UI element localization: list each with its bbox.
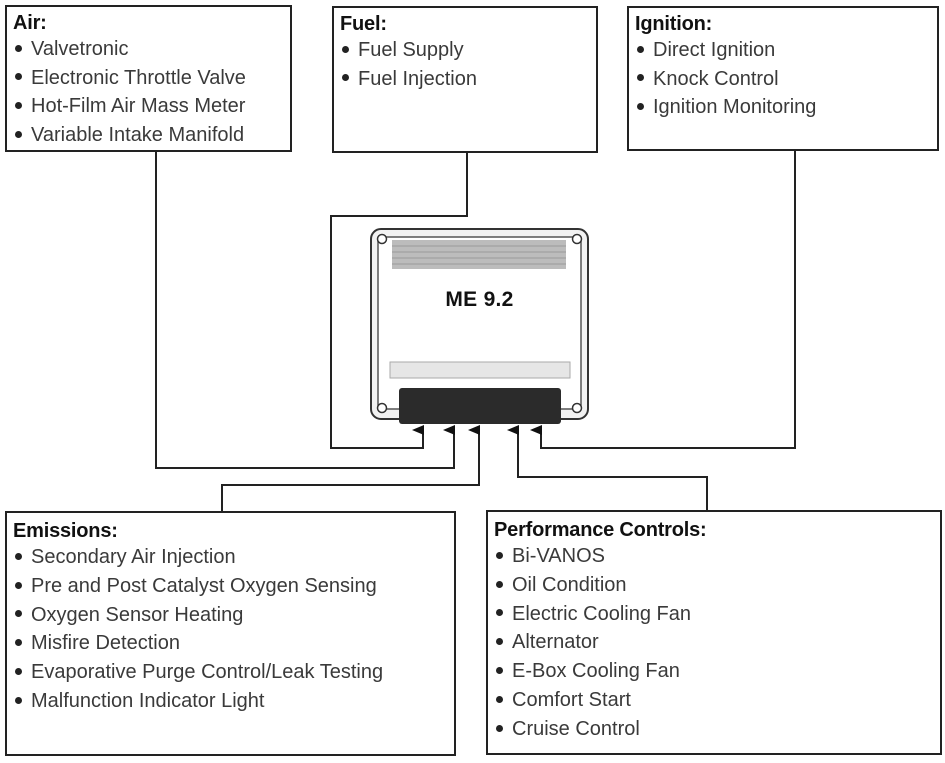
list-item: Fuel Injection xyxy=(340,65,590,94)
list-item: Direct Ignition xyxy=(635,36,931,65)
bullet-icon xyxy=(496,638,503,646)
bullet-icon xyxy=(15,581,22,589)
bullet-icon xyxy=(15,610,22,618)
list-item: Cruise Control xyxy=(494,715,934,744)
list-item: Alternator xyxy=(494,628,934,657)
list-item: Bi-VANOS xyxy=(494,542,934,571)
bullet-icon xyxy=(15,130,22,138)
list-item: Ignition Monitoring xyxy=(635,93,931,122)
fuel-box: Fuel: Fuel Supply Fuel Injection xyxy=(332,6,598,153)
list-item: Secondary Air Injection xyxy=(13,543,448,572)
bullet-icon xyxy=(496,609,503,617)
list-item: E-Box Cooling Fan xyxy=(494,657,934,686)
emissions-title: Emissions: xyxy=(13,520,118,542)
bullet-icon xyxy=(342,45,349,53)
ecu-module xyxy=(370,228,589,424)
ignition-connector xyxy=(530,151,796,449)
performance-connector xyxy=(507,425,708,510)
fuel-list: Fuel Supply Fuel Injection xyxy=(340,36,590,93)
list-item: Valvetronic xyxy=(13,35,284,64)
emissions-list: Secondary Air Injection Pre and Post Cat… xyxy=(13,543,448,716)
ignition-list: Direct Ignition Knock Control Ignition M… xyxy=(635,36,931,122)
performance-list: Bi-VANOS Oil Condition Electric Cooling … xyxy=(494,542,934,744)
list-item: Evaporative Purge Control/Leak Testing xyxy=(13,658,448,687)
list-item: Electronic Throttle Valve xyxy=(13,64,284,93)
bullet-icon xyxy=(637,45,644,53)
emissions-box: Emissions: Secondary Air Injection Pre a… xyxy=(5,511,456,756)
list-item: Oxygen Sensor Heating xyxy=(13,601,448,630)
bullet-icon xyxy=(15,102,22,110)
air-title: Air: xyxy=(13,12,47,34)
fuel-title: Fuel: xyxy=(340,13,387,35)
emissions-connector xyxy=(221,425,480,511)
bullet-icon xyxy=(496,666,503,674)
bullet-icon xyxy=(15,73,22,81)
bullet-icon xyxy=(342,74,349,82)
ecu-label: ME 9.2 xyxy=(445,288,514,311)
bullet-icon xyxy=(496,695,503,703)
bullet-icon xyxy=(15,639,22,647)
ignition-box: Ignition: Direct Ignition Knock Control … xyxy=(627,6,939,151)
bullet-icon xyxy=(15,44,22,52)
bullet-icon xyxy=(496,724,503,732)
list-item: Variable Intake Manifold xyxy=(13,121,284,150)
list-item: Electric Cooling Fan xyxy=(494,600,934,629)
list-item: Hot-Film Air Mass Meter xyxy=(13,92,284,121)
bullet-icon xyxy=(637,103,644,111)
bullet-icon xyxy=(15,552,22,560)
bullet-icon xyxy=(15,667,22,675)
ignition-title: Ignition: xyxy=(635,13,713,35)
list-item: Fuel Supply xyxy=(340,36,590,65)
list-item: Knock Control xyxy=(635,65,931,94)
list-item: Comfort Start xyxy=(494,686,934,715)
list-item: Malfunction Indicator Light xyxy=(13,687,448,716)
bullet-icon xyxy=(496,551,503,559)
list-item: Pre and Post Catalyst Oxygen Sensing xyxy=(13,572,448,601)
performance-title: Performance Controls: xyxy=(494,519,707,541)
air-list: Valvetronic Electronic Throttle Valve Ho… xyxy=(13,35,284,150)
bullet-icon xyxy=(637,74,644,82)
list-item: Misfire Detection xyxy=(13,629,448,658)
air-connector xyxy=(155,152,455,469)
fuel-connector xyxy=(330,153,468,449)
performance-box: Performance Controls: Bi-VANOS Oil Condi… xyxy=(486,510,942,755)
list-item: Oil Condition xyxy=(494,571,934,600)
bullet-icon xyxy=(15,696,22,704)
bullet-icon xyxy=(496,580,503,588)
air-box: Air: Valvetronic Electronic Throttle Val… xyxy=(5,5,292,152)
